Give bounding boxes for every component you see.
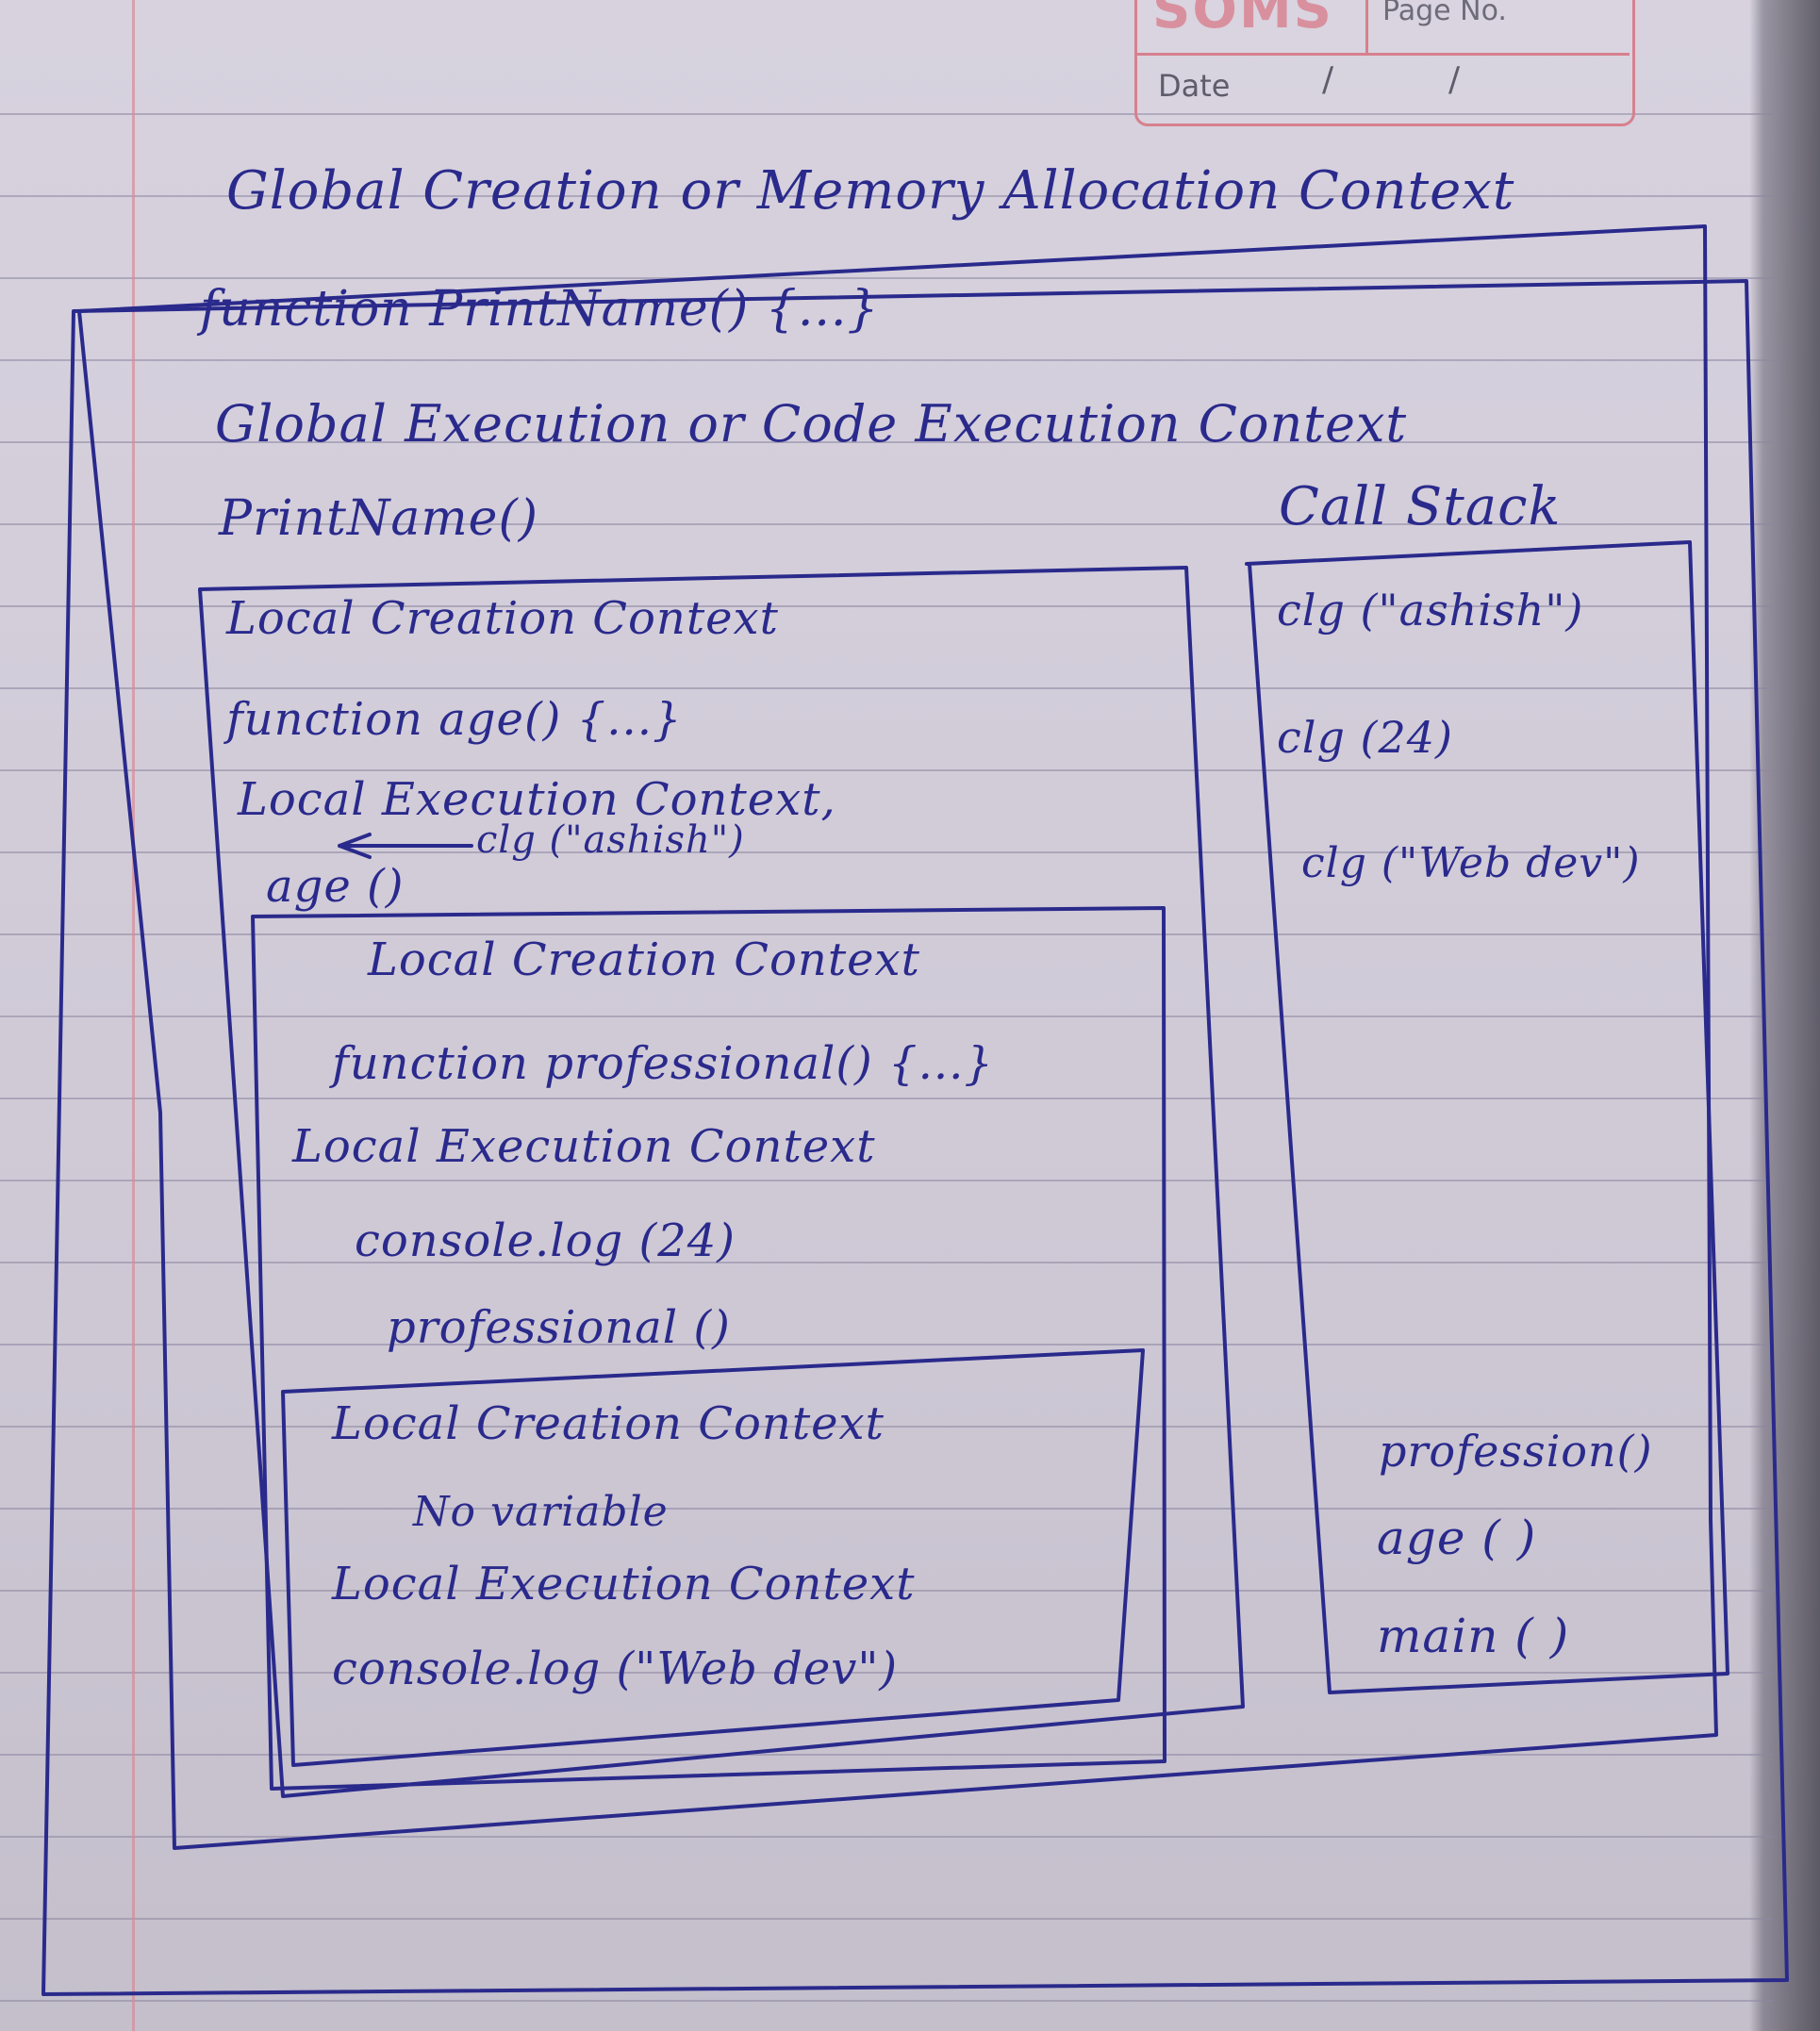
ruled-line: [0, 1918, 1773, 1920]
age-function-declaration: function age() {...}: [226, 693, 683, 746]
ruled-line: [0, 933, 1773, 935]
call-professional: professional (): [387, 1301, 731, 1354]
local-execution-heading-3: Local Execution Context: [332, 1558, 916, 1610]
global-function-declaration: function PrintName() {...}: [200, 281, 880, 338]
ruled-line: [0, 687, 1773, 689]
ruled-line: [0, 1672, 1773, 1674]
ruled-line: [0, 1836, 1773, 1838]
brand-logo: SOMS: [1152, 0, 1333, 41]
ruled-line: [0, 359, 1773, 361]
ruled-line: [0, 1754, 1773, 1756]
outer-page-border: [41, 279, 1789, 1996]
output-ashish: clg ("ashish"): [1277, 585, 1584, 636]
ruled-line: [0, 605, 1773, 607]
ruled-line: [0, 1098, 1773, 1099]
ruled-line: [0, 523, 1773, 525]
local-context-box-3: [281, 1348, 1145, 1767]
ruled-line: [0, 851, 1773, 853]
output-24: clg (24): [1277, 712, 1453, 763]
call-stack-label: Call Stack: [1279, 476, 1562, 537]
local-creation-heading-1: Local Creation Context: [226, 592, 779, 645]
local-creation-heading-3: Local Creation Context: [332, 1397, 885, 1450]
global-context-box: [77, 224, 1718, 1850]
ruled-line: [0, 1262, 1773, 1263]
margin-line: [132, 0, 135, 2031]
heading-global-creation: Global Creation or Memory Allocation Con…: [226, 160, 1515, 222]
local-context-box-2: [251, 906, 1166, 1791]
ruled-line: [0, 2000, 1773, 2002]
call-printname: PrintName(): [219, 490, 539, 547]
ruled-line: [0, 1508, 1773, 1510]
output-web-dev: clg ("Web dev"): [1301, 839, 1641, 887]
ruled-line: [0, 1590, 1773, 1592]
no-variable-note: No variable: [413, 1488, 669, 1536]
stack-frame-age: age ( ): [1377, 1511, 1537, 1565]
ruled-line: [0, 1016, 1773, 1017]
ruled-line: [0, 1344, 1773, 1346]
local-execution-heading-2: Local Execution Context: [292, 1120, 876, 1173]
page-number-label: Page No.: [1382, 0, 1507, 27]
call-stack-box: [1245, 540, 1729, 1694]
ruled-line: [0, 195, 1773, 197]
underline-arrow: [338, 833, 473, 859]
ruled-line: [0, 1426, 1773, 1428]
log-24: console.log (24): [355, 1214, 736, 1267]
date-label: Date: [1158, 68, 1231, 104]
heading-global-execution: Global Execution or Code Execution Conte…: [215, 394, 1408, 454]
professional-function-declaration: function professional() {...}: [332, 1037, 994, 1090]
local-execution-heading-1: Local Execution Context,: [238, 773, 836, 826]
ruled-line: [0, 277, 1773, 279]
stack-frame-main: main ( ): [1377, 1609, 1570, 1663]
ruled-line: [0, 769, 1773, 771]
header-divider: [1134, 53, 1630, 56]
local-context-box-1: [198, 566, 1245, 1798]
ruled-line: [0, 441, 1773, 443]
stack-frame-profession: profession(): [1379, 1426, 1653, 1477]
local-creation-heading-2: Local Creation Context: [368, 933, 920, 986]
header-separator: [1365, 0, 1368, 53]
page-header-box: [1134, 0, 1635, 126]
ruled-line: [0, 1180, 1773, 1181]
call-age: age (): [266, 860, 405, 913]
ruled-line: [0, 113, 1773, 115]
date-separator: /: [1322, 60, 1334, 99]
log-web-dev: console.log ("Web dev"): [332, 1643, 899, 1695]
date-separator: /: [1448, 60, 1461, 99]
log-ashish: clg ("ashish"): [476, 818, 745, 862]
